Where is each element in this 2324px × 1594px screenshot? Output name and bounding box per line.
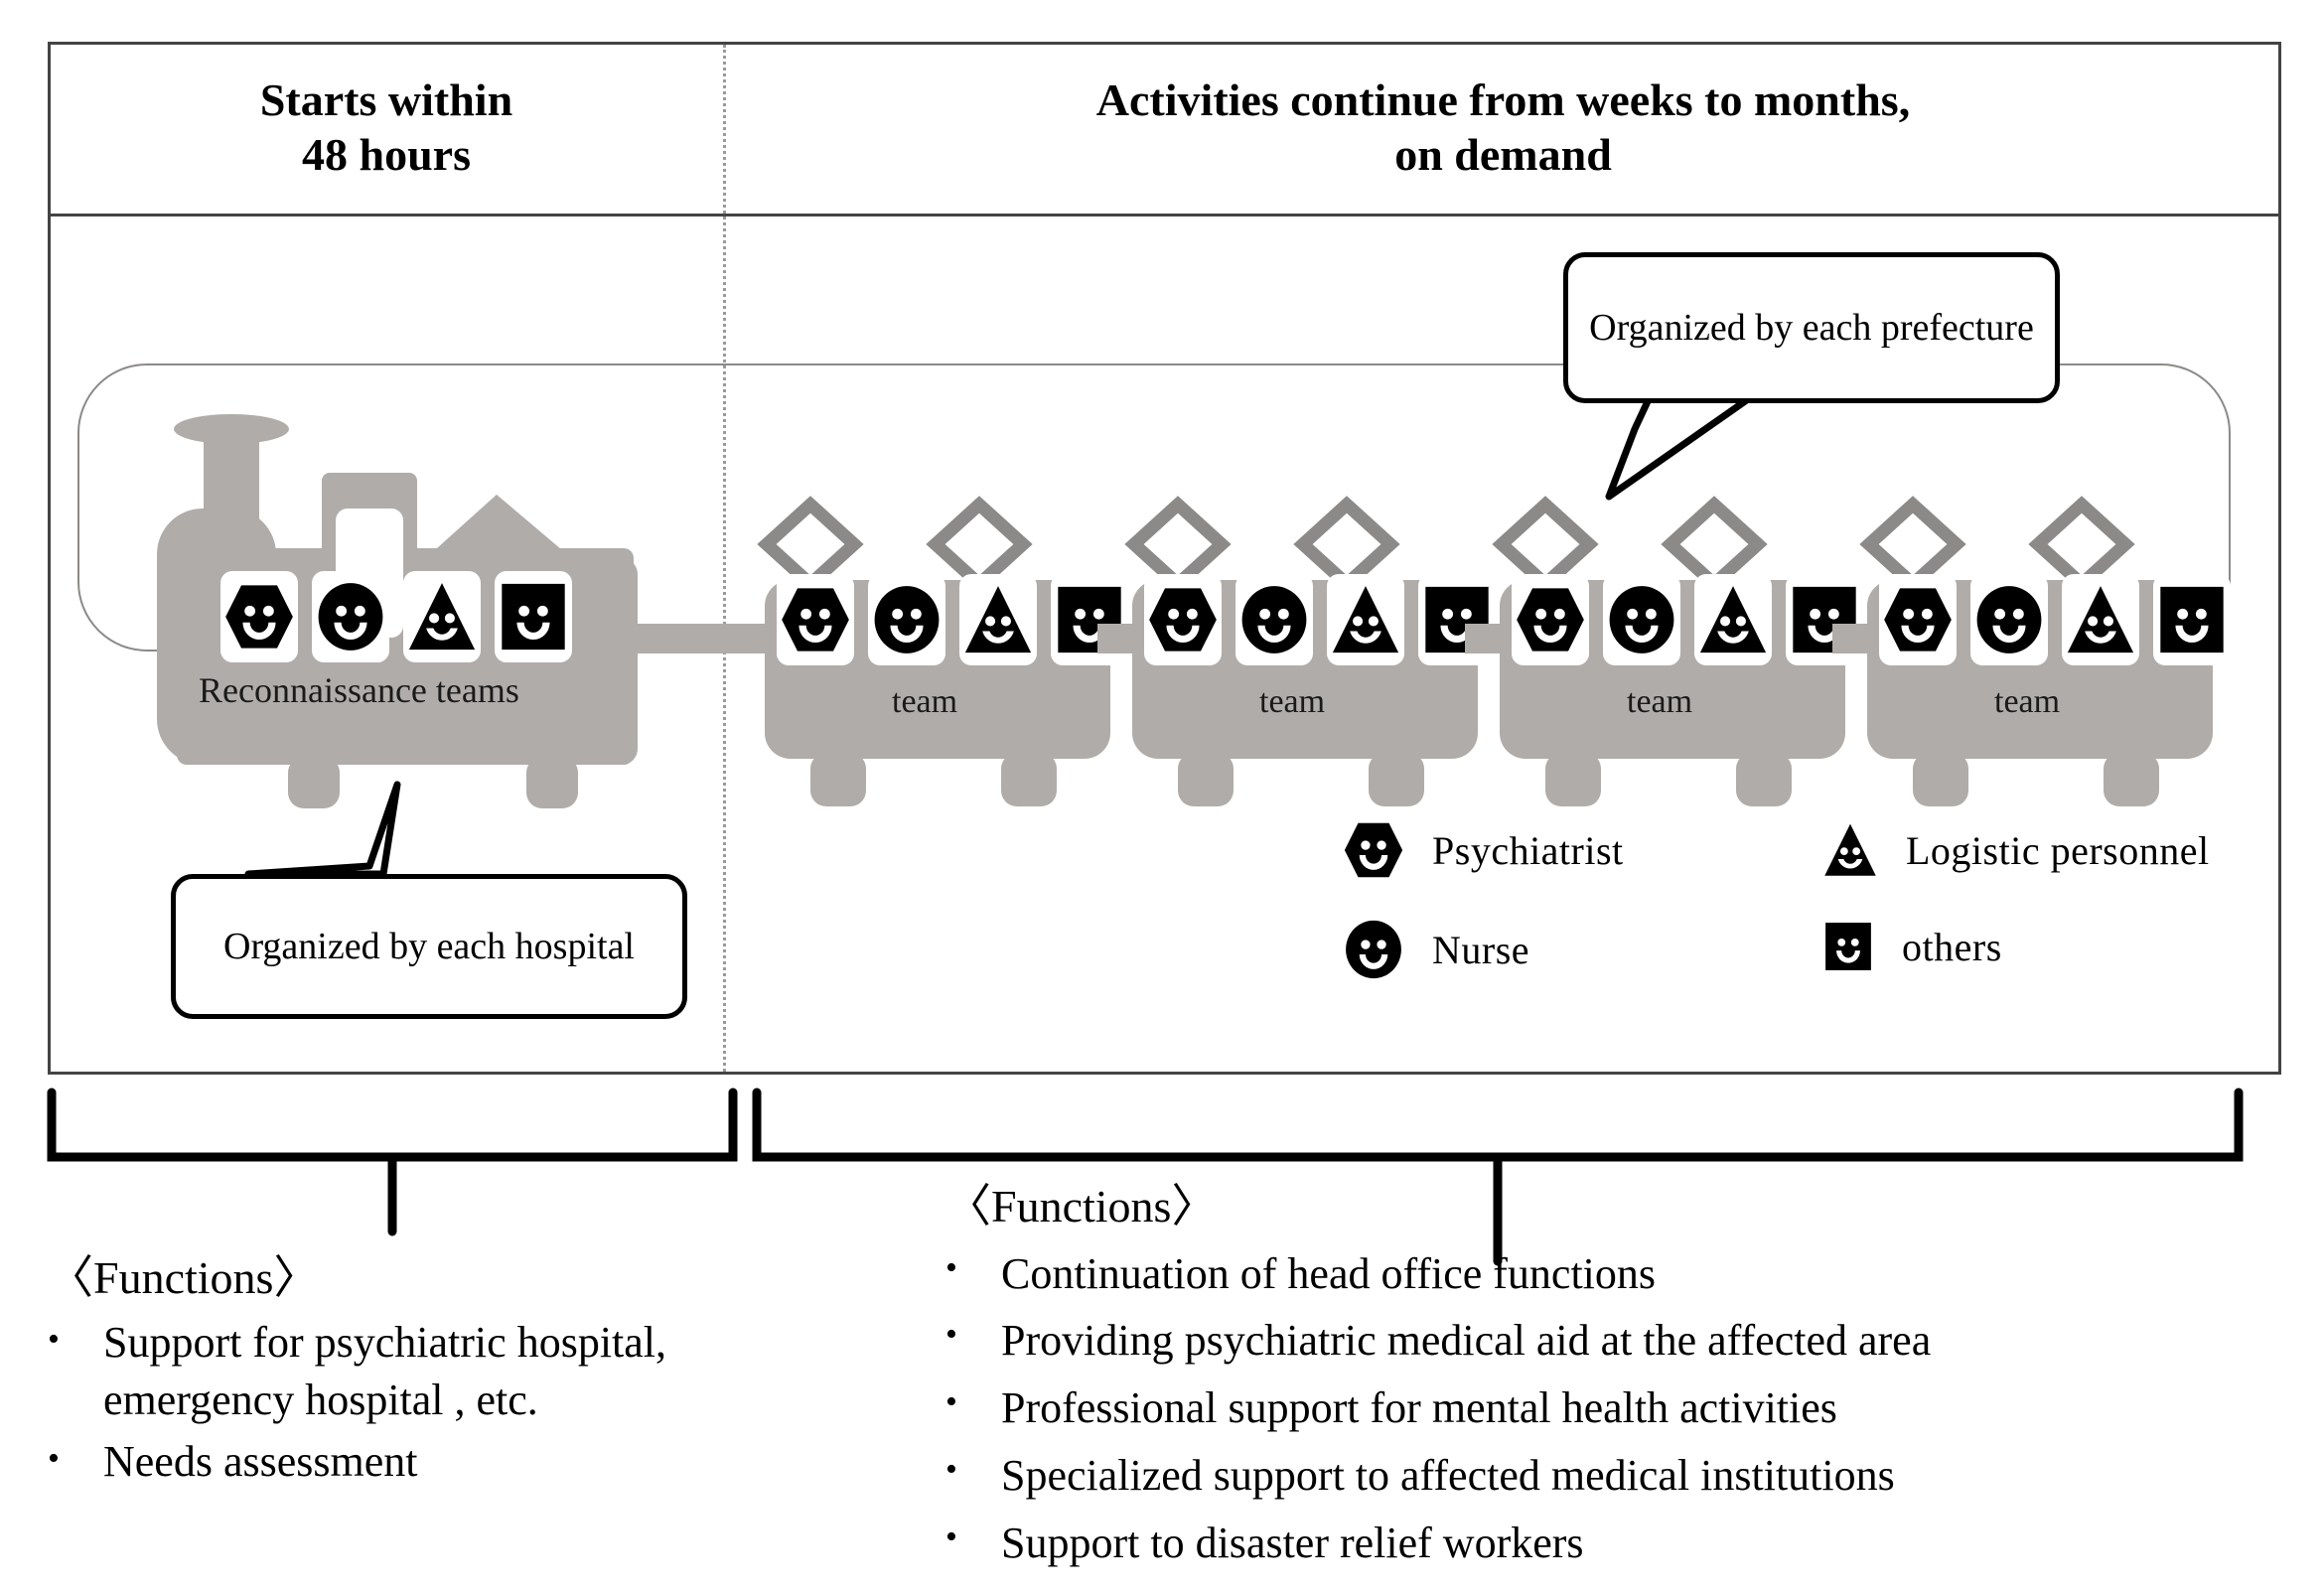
functions-right-item-4: Support to disaster relief workers [1001, 1518, 1584, 1567]
list-item: • Needs assessment [48, 1433, 703, 1491]
functions-left-item-0: Support for psychiatric hospital, emerge… [103, 1317, 667, 1424]
callout-prefecture-text: Organized by each prefecture [1589, 306, 2034, 349]
list-item: • Providing psychiatric medical aid at t… [945, 1309, 2276, 1373]
list-item: • Support to disaster relief workers [945, 1512, 2276, 1575]
header-left-line2: 48 hours [302, 128, 471, 180]
legend-item-others: others [1822, 914, 2002, 979]
legend-label-logistic: Logistic personnel [1906, 827, 2210, 873]
callout-prefecture: Organized by each prefecture [1563, 252, 2060, 403]
bullet-icon: • [945, 1450, 957, 1488]
header-left-line1: Starts within [259, 74, 513, 126]
functions-left-title: 〈Functions〉 [48, 1252, 320, 1303]
functions-right-item-3: Specialized support to affected medical … [1001, 1450, 1895, 1500]
header-right-title: Activities continue from weeks to months… [1096, 73, 1910, 182]
header-row: Starts within 48 hours Activities contin… [48, 42, 2281, 217]
list-item: • Specialized support to affected medica… [945, 1444, 2276, 1508]
locomotive-label: Reconnaissance teams [199, 670, 519, 710]
car-4-label: team [1994, 683, 2061, 720]
bullet-icon: • [945, 1518, 957, 1555]
header-cell-right: Activities continue from weeks to months… [725, 42, 2281, 214]
legend: Psychiatrist Nurse Logistic personnel ot… [1343, 814, 2237, 993]
train-container-frame [77, 363, 2231, 652]
functions-right: 〈Functions〉 • Continuation of head offic… [945, 1181, 2276, 1579]
brace-left [47, 1087, 738, 1236]
callout-hospital-text: Organized by each hospital [223, 925, 635, 967]
square-face-icon [1825, 923, 1871, 970]
functions-right-item-0: Continuation of head office functions [1001, 1248, 1657, 1298]
bullet-icon: • [48, 1439, 60, 1477]
bullet-icon: • [945, 1383, 957, 1421]
legend-label-psychiatrist: Psychiatrist [1432, 827, 1624, 873]
header-left-title: Starts within 48 hours [260, 73, 512, 182]
callout-hospital: Organized by each hospital [171, 874, 687, 1019]
header-cell-left: Starts within 48 hours [48, 42, 725, 214]
functions-right-list: • Continuation of head office functions … [945, 1242, 2276, 1575]
functions-left: 〈Functions〉 • Support for psychiatric ho… [48, 1252, 703, 1495]
functions-left-item-1: Needs assessment [103, 1436, 418, 1486]
functions-left-list: • Support for psychiatric hospital, emer… [48, 1314, 703, 1491]
column-divider [723, 45, 726, 1072]
legend-label-others: others [1902, 924, 2002, 969]
functions-right-item-2: Professional support for mental health a… [1001, 1383, 1837, 1433]
circle-face-icon [1346, 920, 1401, 979]
bullet-icon: • [48, 1320, 60, 1358]
legend-item-logistic: Logistic personnel [1822, 814, 2210, 886]
car-1-label: team [892, 683, 958, 720]
functions-right-item-1: Providing psychiatric medical aid at the… [1001, 1316, 1932, 1366]
triangle-face-icon [1824, 823, 1876, 876]
legend-item-nurse: Nurse [1343, 914, 1529, 985]
list-item: • Continuation of head office functions [945, 1242, 2276, 1306]
functions-right-title: 〈Functions〉 [945, 1181, 1218, 1232]
bullet-icon: • [945, 1316, 957, 1354]
hexagon-face-icon [1344, 822, 1403, 878]
list-item: • Support for psychiatric hospital, emer… [48, 1314, 703, 1429]
list-item: • Professional support for mental health… [945, 1377, 2276, 1440]
car-3-label: team [1627, 683, 1693, 720]
bullet-icon: • [945, 1248, 957, 1286]
legend-item-psychiatrist: Psychiatrist [1343, 814, 1624, 886]
car-2-label: team [1259, 683, 1326, 720]
header-right-line1: Activities continue from weeks to months… [1095, 74, 1911, 126]
legend-label-nurse: Nurse [1432, 927, 1530, 972]
header-right-line2: on demand [1394, 128, 1612, 180]
